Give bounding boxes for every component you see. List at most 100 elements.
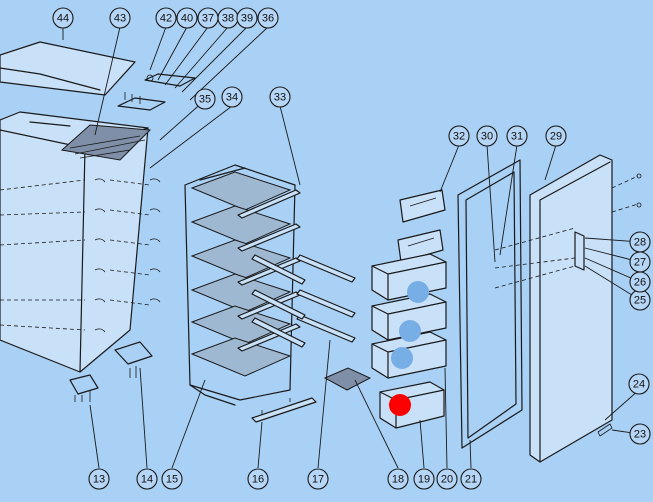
callout-label: 14 <box>141 474 153 486</box>
callout-label: 23 <box>634 429 646 441</box>
door-gasket-part <box>457 159 523 449</box>
callout-34: 34 <box>221 86 243 108</box>
callout-circle <box>545 125 567 147</box>
callout-circle <box>194 88 216 110</box>
callout-label: 43 <box>114 13 126 25</box>
callout-label: 35 <box>199 94 211 106</box>
callout-17: 17 <box>307 468 329 490</box>
callout-circle <box>52 7 74 29</box>
callout-label: 16 <box>252 474 264 486</box>
interior-liner-part <box>184 164 296 406</box>
callout-29: 29 <box>545 125 567 147</box>
callout-25: 25 <box>629 289 651 311</box>
callout-label: 31 <box>511 131 523 143</box>
top-cover-part <box>0 41 136 96</box>
callout-16: 16 <box>247 468 269 490</box>
callout-38: 38 <box>217 7 239 29</box>
ice-tray-part <box>323 367 372 391</box>
callout-43: 43 <box>109 7 131 29</box>
callout-circle <box>436 468 458 490</box>
marker-4 <box>389 394 411 416</box>
callout-35: 35 <box>194 88 216 110</box>
callout-label: 28 <box>634 237 646 249</box>
callout-36: 36 <box>257 7 279 29</box>
callout-circle <box>448 125 470 147</box>
leader-lines <box>62 26 641 469</box>
door-handle-part <box>494 173 642 437</box>
callout-15: 15 <box>161 468 183 490</box>
shelf-rods <box>237 189 356 352</box>
shelf-grates <box>190 171 292 377</box>
callout-18: 18 <box>387 468 409 490</box>
marker-3 <box>391 347 413 369</box>
callout-circle <box>88 468 110 490</box>
callout-label: 19 <box>418 474 430 486</box>
upper-hinge-parts <box>117 73 196 111</box>
callout-39: 39 <box>236 7 258 29</box>
bottom-plate-part <box>251 397 317 423</box>
callout-circle <box>506 125 528 147</box>
callout-label: 30 <box>481 131 493 143</box>
callout-circle <box>155 7 177 29</box>
callout-label: 25 <box>634 295 646 307</box>
callout-28: 28 <box>629 231 651 253</box>
callout-circle <box>460 468 482 490</box>
callout-30: 30 <box>476 125 498 147</box>
callout-circle <box>236 7 258 29</box>
callout-label: 44 <box>57 13 69 25</box>
callout-label: 20 <box>441 474 453 486</box>
callout-23: 23 <box>629 423 651 445</box>
callout-label: 32 <box>453 131 465 143</box>
callout-group: 13 14 15 16 17 18 19 20 21 23 24 25 26 27 28 29 30 31 32 33… <box>52 7 651 490</box>
callout-32: 32 <box>448 125 470 147</box>
callout-label: 21 <box>465 474 477 486</box>
callout-label: 39 <box>241 13 253 25</box>
callout-circle <box>136 468 158 490</box>
callout-24: 24 <box>628 373 650 395</box>
callout-26: 26 <box>629 271 651 293</box>
callout-circle <box>269 86 291 108</box>
callout-label: 34 <box>226 92 238 104</box>
callout-label: 24 <box>633 379 645 391</box>
callout-label: 38 <box>222 13 234 25</box>
callout-label: 18 <box>392 474 404 486</box>
callout-circle <box>629 231 651 253</box>
callout-19: 19 <box>413 468 435 490</box>
callout-label: 29 <box>550 131 562 143</box>
callout-circle <box>628 373 650 395</box>
callout-13: 13 <box>88 468 110 490</box>
callout-40: 40 <box>176 7 198 29</box>
callout-27: 27 <box>629 251 651 273</box>
marker-2 <box>399 320 421 342</box>
callout-circle <box>247 468 269 490</box>
cabinet-body-part <box>0 111 161 373</box>
callout-21: 21 <box>460 468 482 490</box>
callout-circle <box>387 468 409 490</box>
callout-label: 13 <box>93 474 105 486</box>
callout-label: 42 <box>160 13 172 25</box>
callout-circle <box>109 7 131 29</box>
callout-label: 37 <box>202 13 214 25</box>
lower-hinge-parts <box>69 341 153 402</box>
callout-31: 31 <box>506 125 528 147</box>
callout-label: 40 <box>181 13 193 25</box>
callout-33: 33 <box>269 86 291 108</box>
callout-circle <box>307 468 329 490</box>
callout-circle <box>176 7 198 29</box>
callout-label: 26 <box>634 277 646 289</box>
callout-label: 27 <box>634 257 646 269</box>
top-panel-part <box>60 124 152 161</box>
callout-44: 44 <box>52 7 74 29</box>
door-panel-plates <box>397 189 446 263</box>
callout-circle <box>221 86 243 108</box>
callout-circle <box>257 7 279 29</box>
marker-group <box>389 281 429 416</box>
callout-label: 36 <box>262 13 274 25</box>
door-part <box>529 154 613 463</box>
marker-1 <box>407 281 429 303</box>
callout-circle <box>629 423 651 445</box>
callout-circle <box>476 125 498 147</box>
callout-circle <box>161 468 183 490</box>
callout-42: 42 <box>155 7 177 29</box>
